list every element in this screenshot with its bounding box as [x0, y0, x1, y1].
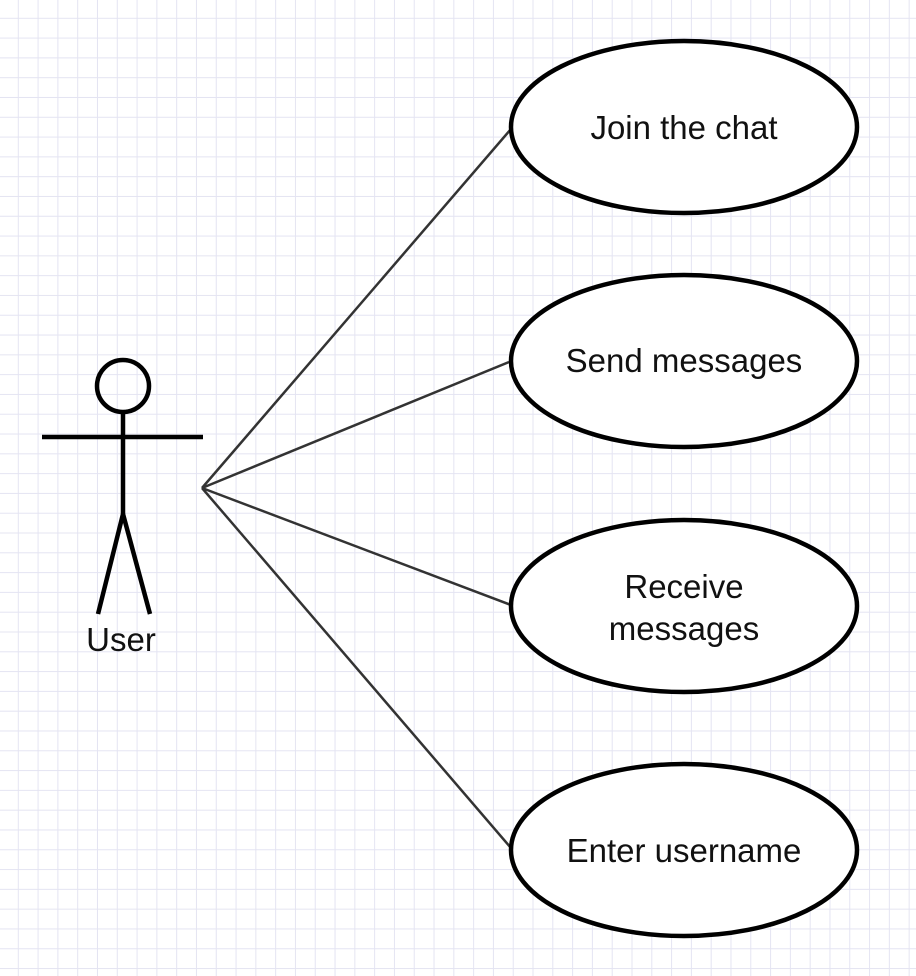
association-line-send: [201, 360, 510, 490]
actor-user[interactable]: User: [42, 357, 203, 658]
actor-left-leg: [95, 513, 126, 615]
use-case-ellipse: [508, 272, 860, 450]
association-line-join: [201, 128, 512, 489]
use-case-ellipse: [508, 517, 860, 695]
actor-label: User: [86, 621, 156, 658]
association-line-enter: [201, 487, 512, 849]
actor-right-leg: [120, 513, 153, 615]
use-case-ellipse: [508, 38, 860, 216]
use-case-ellipse: [508, 761, 860, 939]
use-case-enter-username[interactable]: Enter username: [508, 761, 860, 939]
stick-figure-icon: [42, 357, 203, 615]
use-case-receive-messages[interactable]: Receive messages: [508, 517, 860, 695]
use-case-label: Join the chat: [590, 109, 777, 146]
use-case-label-line-1: Receive: [624, 568, 743, 605]
association-lines: [201, 128, 512, 849]
use-case-label: Enter username: [567, 832, 802, 869]
use-case-send-messages[interactable]: Send messages: [508, 272, 860, 450]
use-case-join-the-chat[interactable]: Join the chat: [508, 38, 860, 216]
actor-head: [94, 357, 152, 415]
use-case-label: Send messages: [566, 342, 803, 379]
use-case-label-line-2: messages: [609, 610, 759, 647]
association-line-receive: [201, 486, 512, 607]
